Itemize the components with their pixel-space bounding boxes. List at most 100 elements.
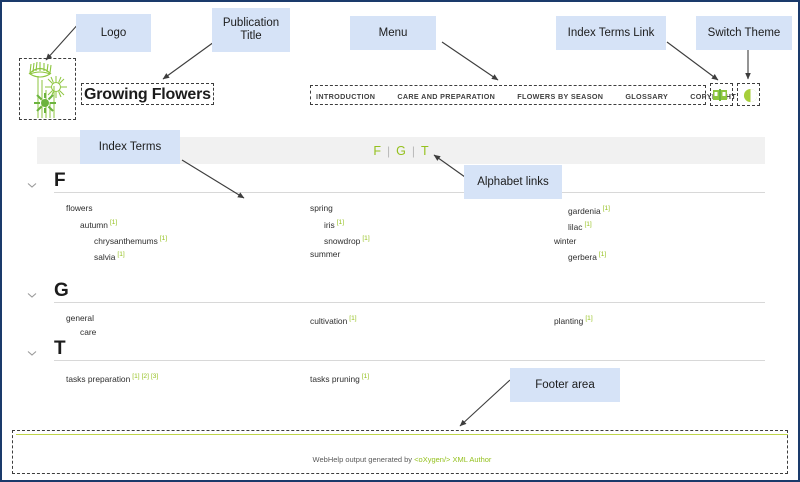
index-term[interactable]: tasks preparation: [66, 373, 131, 384]
chevron-down-icon[interactable]: [26, 288, 38, 300]
index-entry: flowers: [66, 202, 310, 216]
alphabet-link-g[interactable]: G: [396, 143, 406, 158]
page-header: Growing Flowers INTRODUCTION CARE AND PR…: [4, 56, 798, 118]
index-entry: chrysanthemums[1]: [66, 232, 310, 248]
index-column: planting[1]: [554, 312, 798, 339]
section-divider: [54, 302, 765, 303]
index-section-letter: F: [54, 170, 66, 191]
section-divider: [54, 192, 765, 193]
index-term[interactable]: summer: [310, 249, 341, 260]
index-column: general care: [66, 312, 310, 339]
index-terms-link-button[interactable]: [711, 87, 729, 103]
index-entry: gerbera[1]: [554, 248, 798, 264]
index-term[interactable]: lilac: [568, 222, 583, 233]
index-term[interactable]: gerbera: [568, 251, 597, 262]
index-term-reference[interactable]: [1]: [336, 218, 345, 226]
index-term-reference[interactable]: [1]: [361, 373, 370, 380]
index-columns: tasks preparation[1][2][3]tasks pruning[…: [4, 364, 798, 386]
index-term[interactable]: flowers: [66, 203, 93, 213]
webhelp-page: Growing Flowers INTRODUCTION CARE AND PR…: [4, 4, 798, 480]
footer-brand-link[interactable]: <oXygen/> XML Author: [414, 455, 492, 464]
index-section-letter: G: [54, 280, 69, 301]
index-term[interactable]: tasks pruning: [310, 373, 360, 384]
index-term[interactable]: chrysanthemums: [94, 235, 158, 246]
index-term-reference[interactable]: [1]: [349, 315, 357, 322]
index-term[interactable]: cultivation: [310, 315, 348, 326]
index-term-reference[interactable]: [1]: [159, 234, 168, 242]
alphabet-separator: |: [387, 143, 391, 158]
annotation-index-terms-link: Index Terms Link: [556, 16, 666, 50]
index-section-header: T: [4, 338, 798, 364]
menu-item-glossary[interactable]: GLOSSARY: [625, 92, 669, 101]
open-book-icon: [713, 89, 727, 101]
alphabet-links: F | G | T: [367, 144, 434, 158]
alphabet-link-t[interactable]: T: [420, 143, 429, 158]
menu-item-care-and-preparation[interactable]: CARE AND PREPARATION: [397, 92, 496, 101]
index-section-header: F: [4, 170, 798, 196]
index-entry: winter: [554, 235, 798, 249]
footer-text-prefix: WebHelp output generated by: [312, 455, 415, 464]
index-term[interactable]: winter: [554, 235, 577, 246]
index-term[interactable]: spring: [310, 203, 333, 213]
index-term[interactable]: planting: [554, 315, 584, 326]
index-column: tasks preparation[1][2][3]: [66, 370, 310, 386]
annotation-logo: Logo: [76, 14, 151, 52]
menu-item-introduction[interactable]: INTRODUCTION: [316, 92, 376, 101]
index-term-reference[interactable]: [1]: [602, 205, 610, 212]
publication-title: Growing Flowers: [84, 86, 211, 103]
index-term[interactable]: snowdrop: [324, 235, 361, 246]
main-menu: INTRODUCTION CARE AND PREPARATION FLOWER…: [316, 92, 736, 101]
index-section-header: G: [4, 280, 798, 306]
index-entry: snowdrop[1]: [310, 232, 554, 248]
annotation-footer-area: Footer area: [510, 368, 620, 402]
index-entry: iris[1]: [310, 216, 554, 232]
index-term[interactable]: autumn: [80, 219, 108, 230]
index-term[interactable]: gardenia: [568, 205, 601, 216]
chevron-down-icon[interactable]: [26, 178, 38, 190]
index-term-reference[interactable]: [2]: [141, 373, 149, 380]
annotation-alphabet-links: Alphabet links: [464, 165, 562, 199]
index-term-reference[interactable]: [1]: [362, 234, 370, 242]
chevron-down-icon[interactable]: [26, 346, 38, 358]
index-term-reference[interactable]: [1]: [132, 373, 140, 380]
index-term-reference[interactable]: [1]: [598, 251, 607, 259]
index-entry: tasks preparation[1][2][3]: [66, 370, 310, 386]
index-term-reference[interactable]: [1]: [117, 251, 125, 259]
index-entry: salvia[1]: [66, 248, 310, 264]
index-column: tasks pruning[1]: [310, 370, 554, 386]
half-circle-contrast-icon: [743, 88, 757, 102]
footer-text: WebHelp output generated by <oXygen/> XM…: [16, 455, 788, 464]
index-entry: general: [66, 312, 310, 326]
index-entry: tasks pruning[1]: [310, 370, 554, 386]
index-term[interactable]: iris: [324, 219, 335, 230]
index-term[interactable]: salvia: [94, 251, 116, 262]
index-entry: planting[1]: [554, 312, 798, 328]
alphabet-link-f[interactable]: F: [373, 143, 381, 158]
index-term[interactable]: care: [80, 326, 97, 337]
index-term-reference[interactable]: [3]: [150, 373, 159, 380]
menu-item-flowers-by-season[interactable]: FLOWERS BY SEASON: [517, 92, 604, 101]
index-entry: lilac[1]: [554, 218, 798, 234]
index-term-reference[interactable]: [1]: [585, 315, 593, 322]
index-term-reference[interactable]: [1]: [109, 218, 118, 226]
index-entry: care: [66, 326, 310, 340]
index-entry: spring: [310, 202, 554, 216]
index-term-reference[interactable]: [1]: [584, 221, 592, 229]
alphabet-separator: |: [411, 143, 415, 158]
switch-theme-button[interactable]: [741, 87, 759, 103]
logo[interactable]: [21, 60, 77, 124]
index-entry: autumn[1]: [66, 216, 310, 232]
index-term[interactable]: general: [66, 313, 94, 323]
menu-item-copyright[interactable]: COPYRIGHT: [690, 92, 736, 101]
index-entry: summer: [310, 248, 554, 262]
section-divider: [54, 360, 765, 361]
header-icon-group: [711, 87, 759, 103]
flowers-logo-icon: [28, 61, 67, 118]
